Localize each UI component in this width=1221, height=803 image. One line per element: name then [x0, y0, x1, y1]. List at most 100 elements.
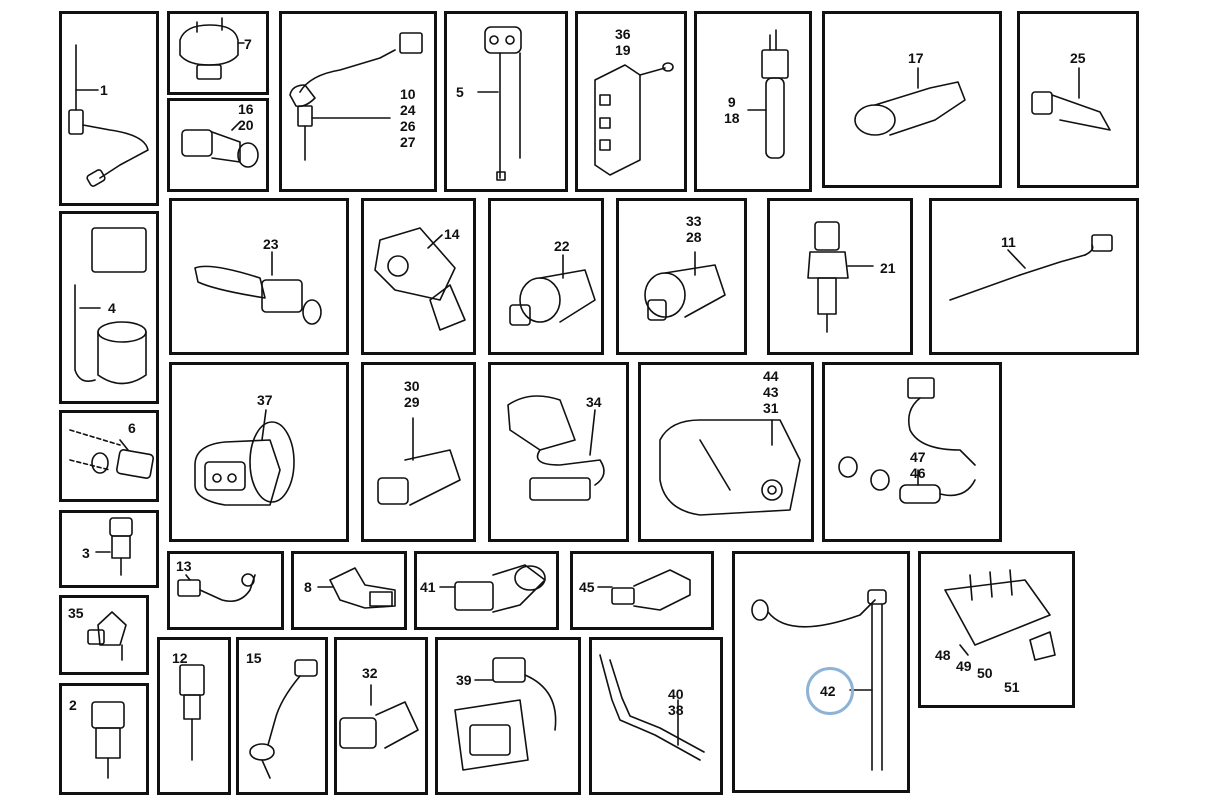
panel-part-35[interactable]: [59, 595, 149, 675]
sensor-part-21-drawing: [807, 221, 874, 333]
panel-part-23[interactable]: [169, 198, 349, 355]
sensor-part-17-drawing: [854, 67, 966, 136]
panel-part-3[interactable]: [59, 510, 159, 588]
label-part-41[interactable]: 41: [420, 579, 436, 595]
panel-part-10-24-26-27[interactable]: [279, 11, 437, 192]
panel-part-14[interactable]: [361, 198, 476, 355]
sensor-part-25-drawing: [1031, 67, 1111, 131]
label-part-35[interactable]: 35: [68, 605, 84, 621]
label-part-49[interactable]: 49: [956, 658, 972, 674]
panel-part-9-18[interactable]: [694, 11, 812, 192]
label-part-33-28[interactable]: 33 28: [686, 213, 702, 245]
label-part-40-38[interactable]: 40 38: [668, 686, 684, 718]
label-part-48[interactable]: 48: [935, 647, 951, 663]
switch-part-36-19-drawing: [594, 62, 674, 176]
label-part-13[interactable]: 13: [176, 558, 192, 574]
label-part-3[interactable]: 3: [82, 545, 90, 561]
sensor-part-7-drawing: [179, 17, 245, 80]
panel-part-12[interactable]: [157, 637, 231, 795]
sensor-part-33-28-drawing: [644, 251, 726, 321]
label-part-36-19[interactable]: 36 19: [615, 26, 631, 58]
panel-part-17[interactable]: [822, 11, 1002, 188]
highlight-ring-part-42: [806, 667, 854, 715]
label-part-11[interactable]: 11: [1001, 234, 1016, 250]
sensor-part-1-drawing: [68, 44, 149, 187]
label-part-16-20[interactable]: 16 20: [238, 101, 254, 133]
panel-part-8[interactable]: [291, 551, 407, 630]
sensor-part-14-drawing: [374, 227, 466, 331]
label-part-8[interactable]: 8: [304, 579, 312, 595]
label-part-30-29[interactable]: 30 29: [404, 378, 420, 410]
label-part-12[interactable]: 12: [172, 650, 188, 666]
sensor-part-2-drawing: [91, 701, 125, 779]
label-part-9-18[interactable]: 9 18: [724, 94, 740, 126]
label-part-44-43-31[interactable]: 44 43 31: [763, 368, 779, 416]
panel-part-5[interactable]: [444, 11, 568, 192]
sensor-part-32-drawing: [339, 684, 419, 749]
panel-part-33-28[interactable]: [616, 198, 747, 355]
label-part-39[interactable]: 39: [456, 672, 472, 688]
panel-part-47-46[interactable]: [822, 362, 1002, 542]
label-part-1[interactable]: 1: [100, 82, 108, 98]
panel-part-40-38[interactable]: [589, 637, 723, 795]
sensor-part-22-drawing: [509, 254, 596, 326]
panel-part-30-29[interactable]: [361, 362, 476, 542]
label-part-42[interactable]: 42: [820, 683, 836, 699]
label-part-10-24-26-27[interactable]: 10 24 26 27: [400, 86, 416, 150]
sensor-part-30-29-drawing: [377, 417, 461, 506]
sensor-part-8-drawing: [317, 567, 396, 609]
label-part-14[interactable]: 14: [444, 226, 460, 242]
label-part-45[interactable]: 45: [579, 579, 595, 595]
sensor-part-42-drawing: [751, 589, 887, 771]
sensor-part-34-drawing: [507, 395, 605, 501]
label-part-21[interactable]: 21: [880, 260, 896, 276]
panel-part-16-20[interactable]: [167, 98, 269, 192]
label-part-32[interactable]: 32: [362, 665, 378, 681]
label-part-47-46[interactable]: 47 46: [910, 449, 926, 481]
label-part-17[interactable]: 17: [908, 50, 924, 66]
panel-part-36-19[interactable]: [575, 11, 687, 192]
sensor-part-23-drawing: [194, 251, 322, 325]
sensor-part-16-20-drawing: [181, 121, 259, 168]
panel-part-37[interactable]: [169, 362, 349, 542]
sensor-part-10-drawing: [289, 32, 423, 161]
label-part-37[interactable]: 37: [257, 392, 273, 408]
sensor-part-6-drawing: [69, 429, 154, 479]
label-part-6[interactable]: 6: [128, 420, 136, 436]
panel-part-34[interactable]: [488, 362, 629, 542]
label-part-15[interactable]: 15: [246, 650, 262, 666]
label-part-23[interactable]: 23: [263, 236, 279, 252]
panel-part-21[interactable]: [767, 198, 913, 355]
panel-part-39[interactable]: [435, 637, 581, 795]
sensor-part-15-drawing: [249, 659, 318, 779]
panel-part-25[interactable]: [1017, 11, 1139, 188]
label-part-22[interactable]: 22: [554, 238, 570, 254]
sensor-part-37-drawing: [194, 409, 295, 506]
label-part-34[interactable]: 34: [586, 394, 602, 410]
switch-block-part-48-51-drawing: [944, 569, 1056, 661]
sensor-part-13-drawing: [177, 573, 256, 603]
panel-part-44-43-31[interactable]: [638, 362, 814, 542]
panel-part-15[interactable]: [236, 637, 328, 795]
label-part-7[interactable]: 7: [244, 36, 252, 52]
panel-part-6[interactable]: [59, 410, 159, 502]
sensor-part-9-18-drawing: [747, 29, 789, 159]
sensor-part-11-drawing: [949, 234, 1113, 301]
label-part-25[interactable]: 25: [1070, 50, 1086, 66]
sensor-part-5-drawing: [477, 26, 522, 181]
label-part-2[interactable]: 2: [69, 697, 77, 713]
label-part-51[interactable]: 51: [1004, 679, 1020, 695]
filter-part-4-drawing: [74, 227, 147, 385]
label-part-50[interactable]: 50: [977, 665, 993, 681]
sensor-part-47-46-drawing: [838, 377, 976, 504]
sensor-part-40-38-drawing: [599, 654, 705, 761]
sensor-part-35-drawing: [87, 611, 127, 661]
sensor-part-3-drawing: [95, 517, 133, 576]
sensor-part-45-drawing: [597, 569, 691, 611]
panel-part-11[interactable]: [929, 198, 1139, 355]
label-part-5[interactable]: 5: [456, 84, 464, 100]
panel-part-48-51[interactable]: [918, 551, 1075, 708]
panel-part-13[interactable]: [167, 551, 284, 630]
label-part-4[interactable]: 4: [108, 300, 116, 316]
